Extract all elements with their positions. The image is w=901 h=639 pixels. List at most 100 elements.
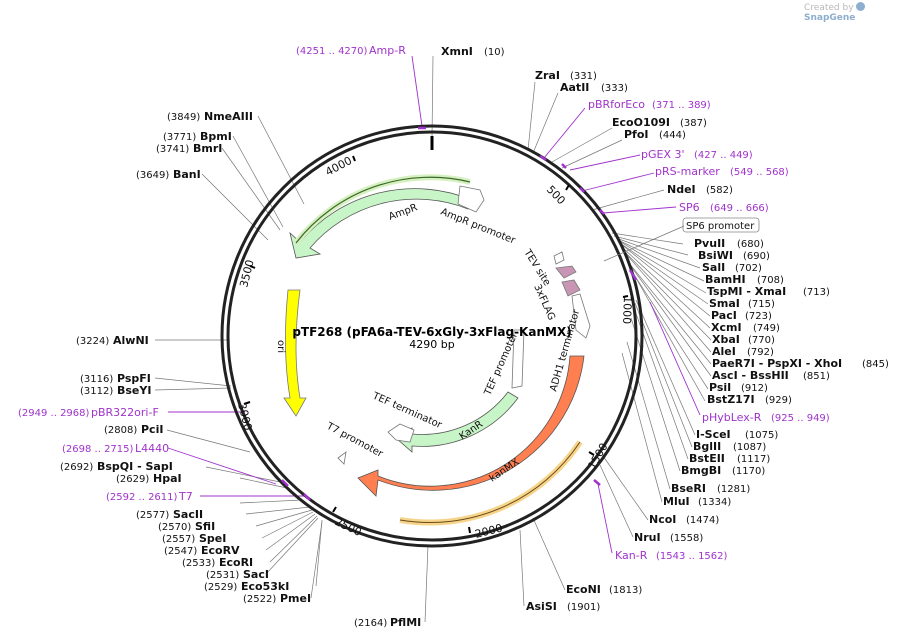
primer-name: SP6 [679,201,700,214]
tick-1500: 1500 [585,441,610,472]
site-name: SfiI [195,520,215,533]
primer-marks [281,126,638,501]
site-name: XmnI [441,45,473,58]
site-pos: (2164) [354,618,387,629]
leader-lines [154,55,712,623]
ori-feature [283,289,307,417]
primer-name: pGEX 3' [641,148,685,161]
sp6-promoter-leader [603,225,685,262]
site-pos: (2692) [60,462,93,473]
site-name: Eco53kI [241,580,289,593]
site-pos: (2533) [182,558,215,569]
site-pos: (2570) [158,522,191,533]
site-pos: (845) [862,359,889,370]
site-name: SacI [243,568,269,581]
credit-brand: SnapGene [804,13,856,23]
site-pos: (2547) [164,546,197,557]
site-pos: (2629) [116,474,149,485]
site-pos: (749) [753,323,780,334]
site-name: ZraI [535,69,560,82]
primer-pos: (549 .. 568) [730,167,789,178]
site-pos: (3112) [80,386,113,397]
primer-labels: (4251 .. 4270)Amp-R pBRforEco(371 .. 389… [18,44,830,562]
site-pos: (3116) [80,374,113,385]
site-name: NmeAIII [204,110,253,123]
primer-pos: (925 .. 949) [771,413,830,424]
site-pos: (702) [735,263,762,274]
site-name: EcoNI [566,583,601,596]
site-name: NdeI [667,183,696,196]
site-pos: (444) [659,130,686,141]
site-pos: (333) [601,83,628,94]
site-pos: (723) [745,311,772,322]
site-name: NruI [634,531,661,544]
site-pos: (331) [570,71,597,82]
site-name: BstZ17I [707,393,755,406]
site-name: EcoRI [219,556,253,569]
adh1-terminator-feature [571,293,591,339]
primer-pos: (2698 .. 2715) [62,444,134,455]
primer-pos: (2949 .. 2968) [18,408,90,419]
site-pos: (3849) [167,112,200,123]
flag-tag-feature [555,265,577,279]
site-name: SalI [702,261,725,274]
site-pos: (387) [680,118,707,129]
primer-pos: (1543 .. 1562) [656,551,728,562]
site-name: BmrI [193,142,222,155]
site-name: PmeI [280,592,311,605]
site-pos: (715) [748,299,775,310]
feature-label-ampr: AmpR [387,202,419,223]
site-name: BpmI [200,130,232,143]
site-pos: (690) [743,251,770,262]
site-pos: (3741) [156,144,189,155]
site-name: EcoO109I [612,116,670,129]
tick-marks [243,155,629,534]
primer-name: Amp-R [369,44,406,57]
site-labels-left: (2164)PflMI (2522)PmeI (2529)Eco53kI (25… [60,110,421,629]
site-name: SacII [173,508,203,521]
site-name: PspFI [117,372,151,385]
site-pos: (582) [706,185,733,196]
backbone-outer [220,124,644,548]
kanmx-feature [357,355,585,497]
site-name: I-SceI [696,428,731,441]
primer-name: pHybLex-R [702,411,762,424]
primer-name: pRS-marker [655,165,720,178]
site-pos: (851) [803,371,830,382]
tick-500: 500 [544,183,568,207]
site-pos: (3771) [163,132,196,143]
site-labels: XmnI(10) ZraI(331) AatII(333) EcoO109I(3… [441,45,889,613]
site-pos: (680) [737,239,764,250]
site-name: BanI [173,168,201,181]
site-name: NcoI [649,513,676,526]
site-pos: (2577) [136,510,169,521]
snapgene-logo: SnapGene [804,2,867,23]
site-name: PciI [141,423,163,436]
tef-promoter-feature [511,329,525,389]
plasmid-length: 4290 bp [409,338,454,351]
ampr-promoter-feature [457,185,485,213]
sp6-promoter-box [682,217,760,233]
primer-pos: (427 .. 449) [694,150,753,161]
primer-lines [167,55,701,554]
kanr-feature [395,391,519,453]
tick-1000: 1000 [620,296,634,324]
site-pos: (1474) [686,515,719,526]
site-name: AleI [712,345,736,358]
site-pos: (1558) [670,533,703,544]
kanmx-orange-outline [399,440,583,526]
site-name: SmaI [709,297,740,310]
feature-label-t7-promoter: T7 promoter [324,420,386,460]
site-pos: (1117) [737,454,770,465]
site-name: BmgBI [681,464,721,477]
site-pos: (912) [741,383,768,394]
site-name: PaeR7I - PspXI - XhoI [712,357,842,370]
site-pos: (929) [765,395,792,406]
primer-pos: (649 .. 666) [710,203,769,214]
site-name: BseRI [671,482,706,495]
site-pos: (1334) [698,497,731,508]
site-name: AatII [560,81,589,94]
site-name: AlwNI [113,334,149,347]
site-name: BstEII [689,452,725,465]
